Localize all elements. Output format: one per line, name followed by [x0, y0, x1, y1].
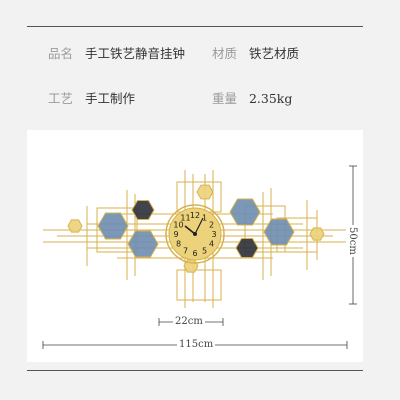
dial-center-cap	[193, 232, 197, 236]
dial-numeral: 6	[192, 249, 197, 258]
spec-weight: 重量 2.35kg	[212, 88, 292, 107]
lattice-square	[176, 269, 222, 301]
spec-craft: 工艺 手工制作	[48, 88, 135, 107]
dial-dimension-label: 22cm	[173, 316, 205, 328]
dial-numeral: 1	[202, 214, 207, 223]
gold-hexagon	[67, 219, 83, 233]
blue-hexagon	[97, 212, 129, 240]
spec-craft-value: 手工制作	[84, 91, 135, 106]
blue-hexagon	[263, 218, 295, 246]
bottom-divider	[27, 370, 363, 371]
spec-weight-value: 2.35kg	[248, 91, 293, 106]
dial-numeral: 8	[176, 240, 181, 249]
dial-numeral: 4	[209, 240, 214, 249]
dial-numeral: 5	[202, 247, 207, 256]
blue-hexagon	[229, 198, 261, 226]
spec-weight-key: 重量	[212, 91, 238, 106]
dial-numeral: 12	[190, 211, 200, 220]
spec-name-value: 手工铁艺静音挂钟	[84, 46, 185, 61]
dial-numeral: 10	[173, 221, 183, 230]
spec-material: 材质 铁艺材质	[212, 43, 299, 62]
gold-hexagon	[309, 227, 325, 241]
spec-name-key: 品名	[48, 46, 74, 61]
dark-hexagon	[235, 238, 259, 258]
spec-material-value: 铁艺材质	[248, 46, 299, 61]
height-dimension-label: 50cm	[346, 225, 358, 257]
dark-hexagon	[131, 200, 155, 220]
dial-numeral: 2	[209, 221, 214, 230]
dial-numeral: 3	[211, 230, 216, 239]
blue-hexagon	[127, 230, 159, 258]
dial-numeral: 7	[183, 247, 188, 256]
dial-numeral: 11	[180, 214, 190, 223]
gold-hexagon	[196, 184, 214, 200]
minute-hand	[194, 217, 204, 235]
top-divider	[27, 26, 363, 27]
spec-material-key: 材质	[212, 46, 238, 61]
spec-name: 品名 手工铁艺静音挂钟	[48, 43, 185, 62]
dial-numeral: 9	[173, 230, 178, 239]
width-dimension-label: 115cm	[177, 339, 216, 351]
dial-rim	[165, 204, 225, 264]
spec-craft-key: 工艺	[48, 91, 74, 106]
lattice-square	[96, 207, 138, 253]
hexagon-decorations	[67, 184, 325, 273]
hour-hand	[184, 225, 196, 235]
